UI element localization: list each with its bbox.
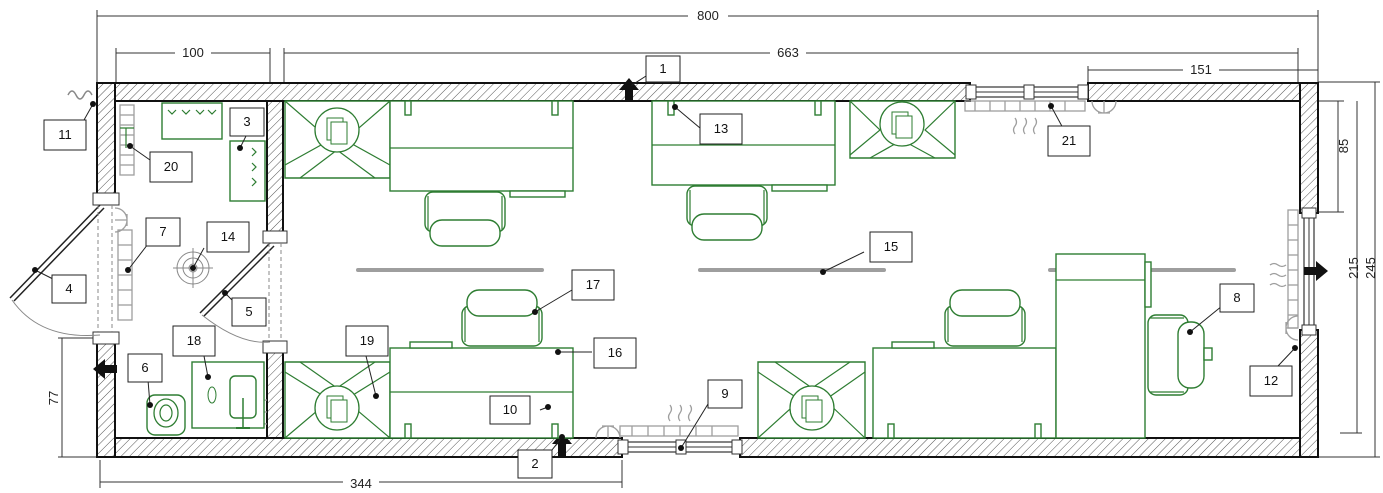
callout-20: 20 <box>149 151 193 183</box>
printer-bottom-left <box>284 361 391 439</box>
callout-label: 2 <box>531 456 538 471</box>
dim-window-width: 151 <box>1190 62 1212 77</box>
callout-label: 8 <box>1233 290 1240 305</box>
chair-bottom-right <box>944 289 1026 347</box>
dim-vestibule-width: 100 <box>182 45 204 60</box>
desk-top-center <box>651 100 836 192</box>
callout-label: 6 <box>141 360 148 375</box>
desk-bottom-left <box>389 341 574 439</box>
shoe-cabinet <box>229 140 266 202</box>
callout-3: 3 <box>229 107 265 137</box>
callout-label: 5 <box>245 304 252 319</box>
callout-10: 10 <box>489 395 531 425</box>
callout-label: 13 <box>714 121 728 136</box>
callout-5: 5 <box>231 297 267 327</box>
callout-label: 9 <box>721 386 728 401</box>
callout-label: 17 <box>586 277 600 292</box>
callout-13: 13 <box>699 113 743 145</box>
callout-label: 7 <box>159 224 166 239</box>
dimension-lines: 800 100 663 151 85 215 245 <box>46 6 1380 492</box>
entrance-door <box>9 204 113 337</box>
coat-rack <box>120 127 134 148</box>
printer-bottom-right <box>757 361 866 439</box>
dim-height-245: 245 <box>1363 257 1378 279</box>
desk-corner-right <box>1055 253 1152 439</box>
callout-8: 8 <box>1219 283 1255 313</box>
callout-19: 19 <box>345 325 389 357</box>
callout-2: 2 <box>517 449 553 479</box>
dim-inner-width: 663 <box>777 45 799 60</box>
callout-label: 16 <box>608 345 622 360</box>
callout-label: 21 <box>1062 133 1076 148</box>
window-top <box>965 84 1089 100</box>
callout-label: 14 <box>221 229 235 244</box>
callout-17: 17 <box>571 269 615 301</box>
callout-6: 6 <box>127 353 163 383</box>
chair-bottom-left <box>461 289 543 347</box>
toilet <box>146 394 186 436</box>
chair-right <box>1147 314 1213 396</box>
inner-door <box>199 242 282 343</box>
callout-15: 15 <box>869 231 913 263</box>
callout-label: 3 <box>243 114 250 129</box>
desk-bottom-right <box>872 341 1057 439</box>
callout-label: 4 <box>65 281 72 296</box>
callout-16: 16 <box>593 337 637 369</box>
callout-4: 4 <box>51 274 87 304</box>
callout-label: 10 <box>503 402 517 417</box>
callout-1: 1 <box>645 55 681 83</box>
dim-height-215: 215 <box>1346 257 1361 279</box>
chair-top-left <box>424 191 506 247</box>
radiators <box>117 100 1299 437</box>
printer-top-right <box>849 100 956 159</box>
callout-14: 14 <box>206 221 250 253</box>
desk-top-left <box>389 100 574 198</box>
callout-label: 15 <box>884 239 898 254</box>
callout-21: 21 <box>1047 125 1091 157</box>
wardrobe <box>161 102 223 140</box>
callout-9: 9 <box>707 379 743 409</box>
callout-dots <box>32 84 1298 451</box>
callout-label: 19 <box>360 333 374 348</box>
callout-label: 1 <box>659 61 666 76</box>
callout-label: 12 <box>1264 373 1278 388</box>
callout-label: 18 <box>187 333 201 348</box>
callout-label: 20 <box>164 159 178 174</box>
callout-label: 11 <box>58 127 72 142</box>
callout-11: 11 <box>43 119 87 151</box>
dim-door-offset-77: 77 <box>46 391 61 405</box>
sink <box>191 361 265 429</box>
dim-overall-width: 800 <box>697 8 719 23</box>
chair-top-center <box>686 185 768 241</box>
dim-height-85: 85 <box>1336 139 1351 153</box>
printer-top-left <box>284 100 391 179</box>
callout-18: 18 <box>172 325 216 357</box>
dim-door-offset-344: 344 <box>350 476 372 491</box>
callout-12: 12 <box>1249 365 1293 397</box>
callout-7: 7 <box>145 217 181 247</box>
